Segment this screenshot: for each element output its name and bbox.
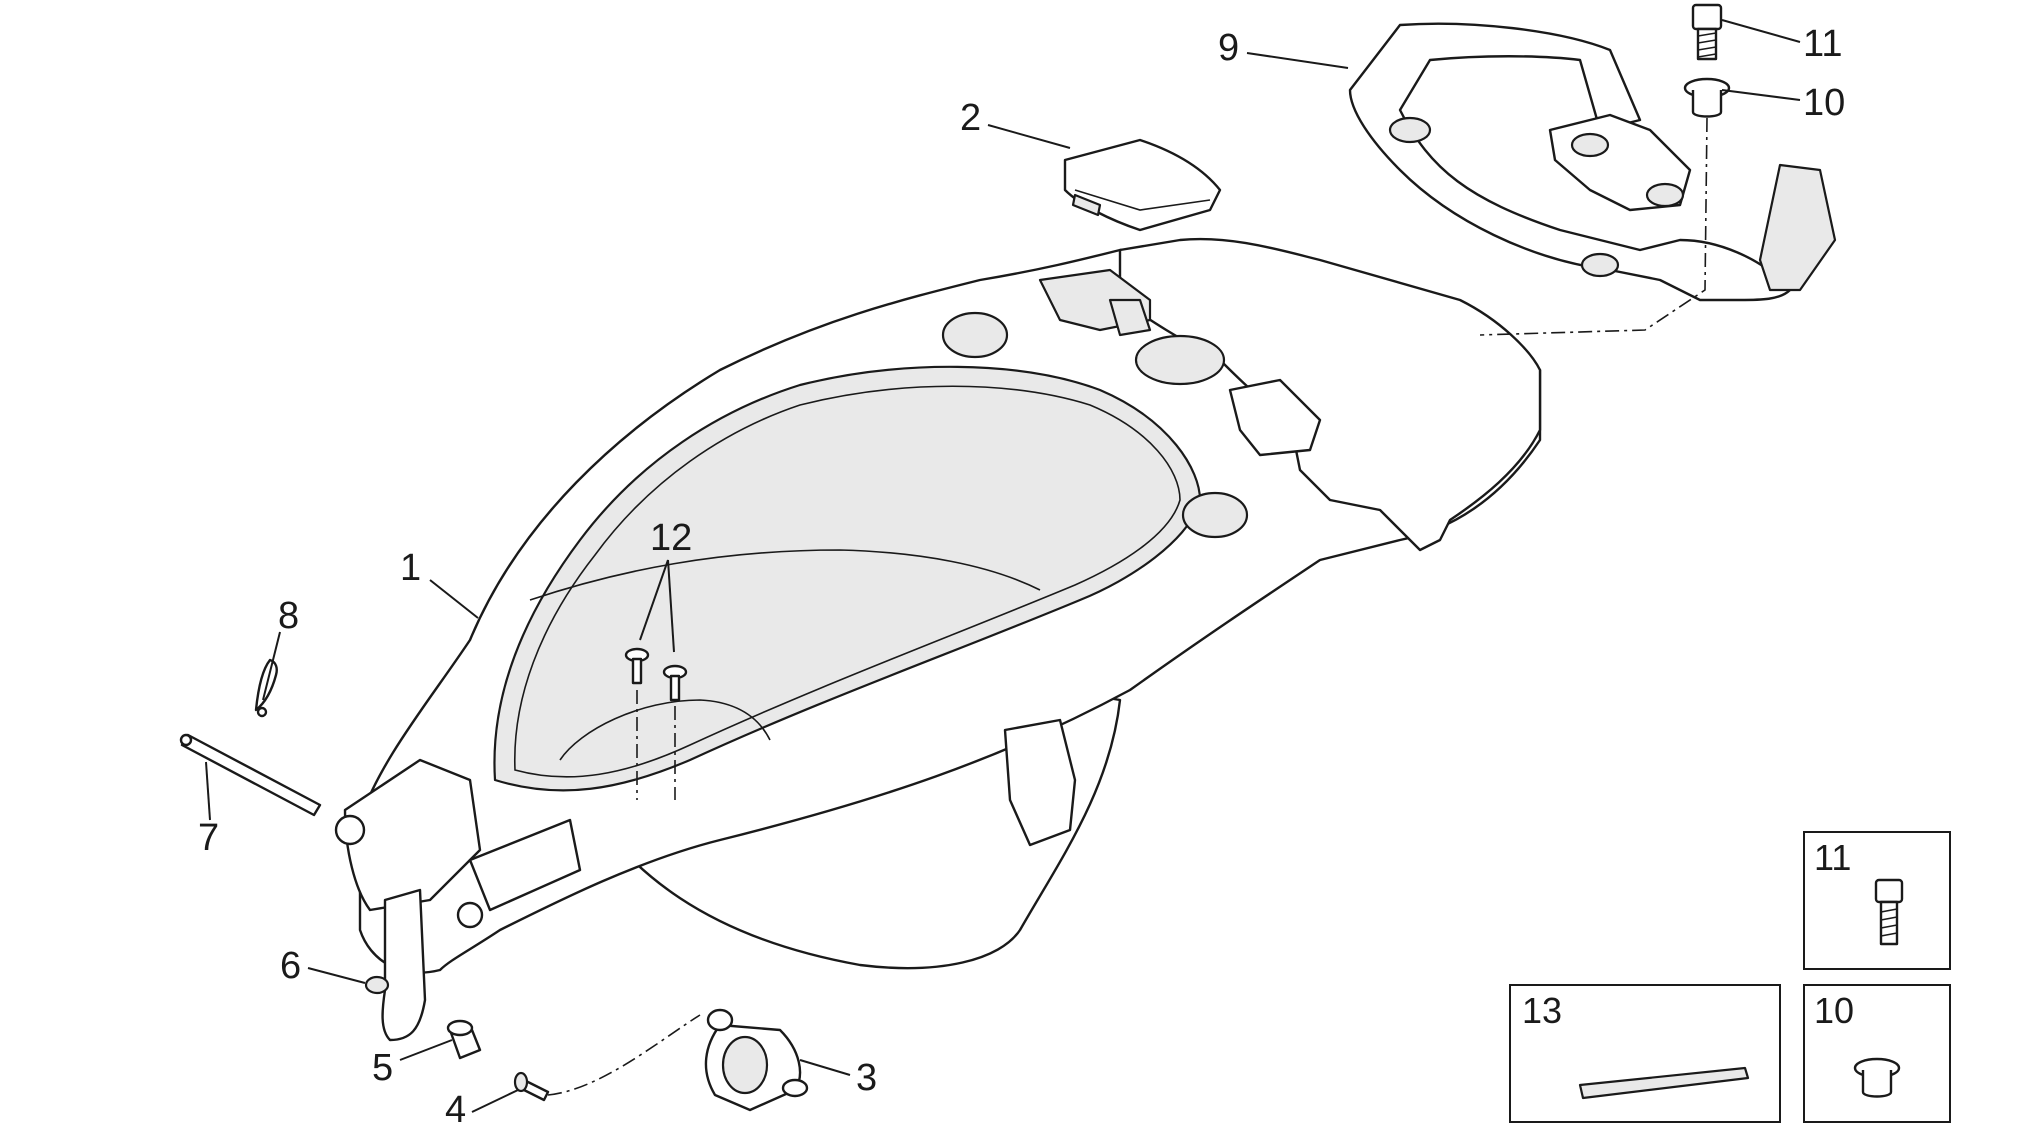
callout-11: 11 bbox=[1803, 23, 1842, 65]
callout-labels: 1 2 3 4 5 6 7 8 9 10 11 12 bbox=[198, 23, 1845, 1124]
part-4-screw bbox=[513, 1071, 550, 1102]
inset-box-11: 11 bbox=[1803, 831, 1951, 970]
callout-7: 7 bbox=[198, 817, 219, 859]
inset-11-label: 11 bbox=[1814, 837, 1851, 878]
callout-10: 10 bbox=[1803, 82, 1845, 124]
part-13-strip bbox=[1578, 1066, 1750, 1100]
assembly-lines bbox=[547, 117, 1708, 1096]
part-12-screws bbox=[624, 647, 688, 702]
callout-2: 2 bbox=[960, 97, 981, 139]
part-7-pin bbox=[179, 733, 322, 817]
part-3-lock bbox=[704, 1008, 809, 1112]
part-11-screw bbox=[1691, 3, 1723, 61]
callout-12: 12 bbox=[650, 517, 692, 559]
inset-box-10: 10 bbox=[1803, 984, 1951, 1123]
inset-13-label: 13 bbox=[1522, 990, 1562, 1031]
part-1-helmet-compartment bbox=[334, 237, 1542, 1042]
part-5-spacer bbox=[446, 1019, 482, 1060]
part-10-bushing bbox=[1683, 77, 1731, 118]
callout-3: 3 bbox=[856, 1057, 877, 1099]
inset-10-label: 10 bbox=[1814, 990, 1854, 1031]
callout-1: 1 bbox=[400, 547, 421, 589]
part-6-nut bbox=[364, 975, 390, 995]
callout-5: 5 bbox=[372, 1047, 393, 1089]
leader-lines bbox=[205, 19, 1801, 1113]
part-2-cover bbox=[1063, 138, 1222, 232]
part-9-grab-handle bbox=[1348, 22, 1837, 302]
inset-box-13: 13 bbox=[1509, 984, 1781, 1123]
callout-4: 4 bbox=[445, 1089, 466, 1124]
callout-6: 6 bbox=[280, 945, 301, 987]
callout-9: 9 bbox=[1218, 27, 1239, 69]
callout-8: 8 bbox=[278, 595, 299, 637]
